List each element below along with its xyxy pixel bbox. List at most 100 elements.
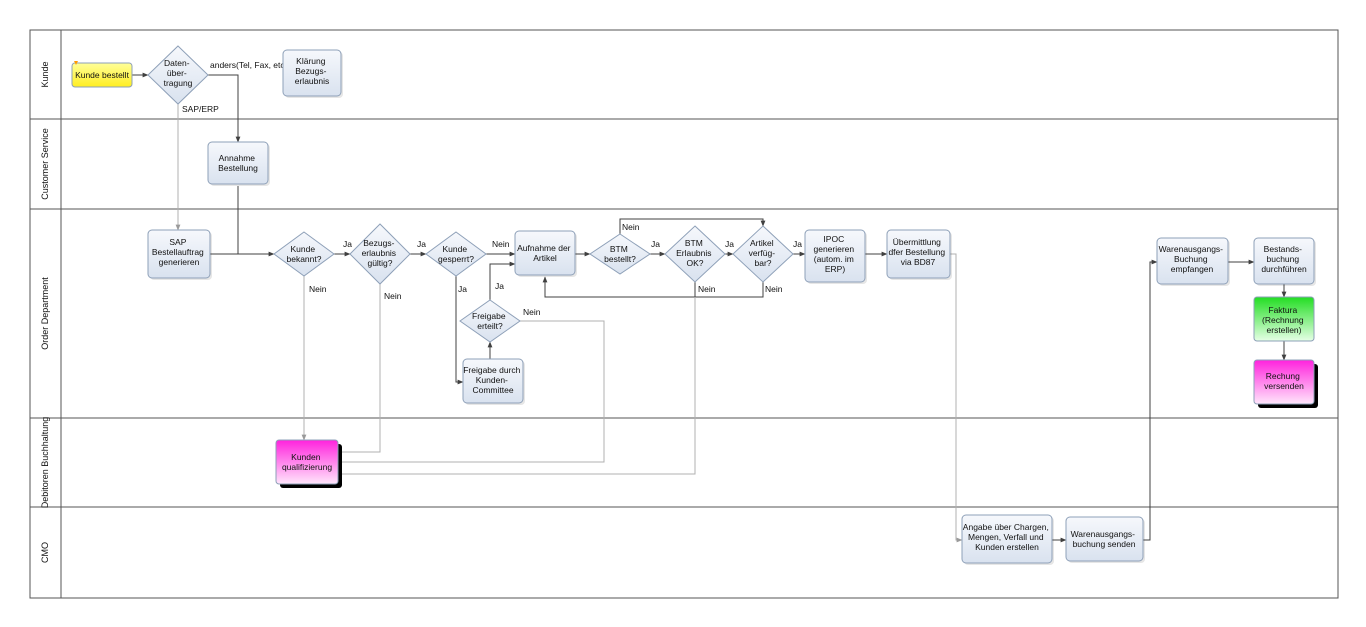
lane-label-order-department: Order Department — [40, 277, 50, 350]
node-label: Bestellauftrag — [152, 247, 204, 257]
connector-line — [619, 218, 766, 234]
node-label: Warenausgangs- — [1159, 244, 1224, 254]
edge-label: Ja — [495, 281, 504, 291]
node-label: Bestellung — [218, 163, 258, 173]
node-label: Bezugs- — [363, 238, 394, 248]
connector-line — [695, 282, 764, 298]
node-label: durchführen — [1261, 264, 1307, 274]
node-ipoc-generieren[interactable]: IPOC generieren (autom. im ERP) — [804, 229, 867, 284]
svg-text:Warenausgangs- Buchung: Warenausgangs- Buchung empfangen — [1159, 244, 1226, 274]
connector-line — [342, 284, 381, 453]
node-warenausgangsbuchung-empfangen[interactable]: Warenausgangs- Buchung empfangen — [1156, 237, 1230, 286]
connectors — [132, 72, 1287, 543]
node-label: verfüg- — [749, 248, 776, 258]
node-label: gültig? — [367, 258, 392, 268]
node-artikel-verfuegbar[interactable]: Artikel verfüg- bar? — [732, 225, 794, 283]
node-label: generieren — [159, 257, 200, 267]
edge-label: Ja — [725, 239, 734, 249]
edge-label: Nein — [309, 284, 327, 294]
svg-text:Kunde gesperrt?: Kunde gesperrt? — [438, 244, 474, 264]
node-label: empfangen — [1171, 264, 1214, 274]
node-annahme-bestellung[interactable]: Annahme Bestellung — [207, 141, 270, 186]
node-warenausgangsbuchung-senden[interactable]: Warenausgangs- buchung senden — [1065, 516, 1145, 563]
node-bestandsbuchung[interactable]: Bestands- buchung durchführen — [1253, 237, 1316, 286]
node-label: Artikel — [533, 253, 557, 263]
node-label: bar? — [754, 258, 771, 268]
node-label: Faktura — [1268, 305, 1297, 315]
node-angabe-chargen[interactable]: Angabe über Chargen, Mengen, Verfall und… — [961, 514, 1054, 565]
flowchart-nodes: Kunde bestellt Daten- über- tragung Klär… — [71, 45, 1318, 565]
node-label: Annahme — [219, 153, 256, 163]
node-kunde-bekannt[interactable]: Kunde bekannt? — [273, 231, 335, 277]
node-label: Artikel — [750, 238, 774, 248]
edge-label: Ja — [651, 239, 660, 249]
node-label: Bezugs- — [295, 66, 326, 76]
edge-label: Ja — [343, 239, 352, 249]
svg-text:IPOC generieren: IPOC generieren (autom. im ERP) — [813, 234, 856, 274]
node-label: Committee — [472, 385, 513, 395]
node-label: Übermittlung — [893, 237, 941, 247]
node-datenuebertragung[interactable]: Daten- über- tragung — [147, 45, 209, 105]
edge-label: Nein — [765, 284, 783, 294]
svg-text:Klärung Bezugs-: Klärung Bezugs- erlaubnis — [295, 56, 330, 86]
node-label: Kunde — [291, 244, 316, 254]
lane-label-debitoren-buchhaltung: Debitoren Buchhaltung — [40, 417, 50, 509]
node-btm-bestellt[interactable]: BTM bestellt? — [589, 233, 651, 275]
node-freigabe-erteilt[interactable]: Freigabe erteilt? — [459, 299, 521, 343]
node-uebermittlung-bestellung[interactable]: Übermittlung dfer Bestellung via BD87 — [886, 229, 952, 280]
svg-text:Kunde bestellt: Kunde bestellt — [75, 70, 130, 80]
node-label: Kunden- — [476, 375, 508, 385]
node-kunde-bestellt[interactable]: Kunde bestellt — [71, 61, 133, 88]
svg-text:Angabe über Chargen, M: Angabe über Chargen, Mengen, Verfall und… — [963, 522, 1051, 552]
node-label: (Rechnung — [1262, 315, 1304, 325]
svg-text:Übermittlung dfer Best: Übermittlung dfer Bestellung via BD87 — [888, 237, 947, 267]
node-label: Kunde bestellt — [75, 70, 130, 80]
node-label: qualifizierung — [282, 462, 332, 472]
node-label: Buchung — [1174, 254, 1208, 264]
svg-text:Artikel verfüg-: Artikel verfüg- bar? — [749, 238, 778, 268]
node-kunde-gesperrt[interactable]: Kunde gesperrt? — [425, 231, 487, 277]
node-label: Kunde — [443, 244, 468, 254]
edge-label: Ja — [417, 239, 426, 249]
swimlanes: Kunde Customer Service Order Department … — [29, 29, 1339, 599]
node-label: gesperrt? — [438, 254, 474, 264]
connector-line — [950, 253, 963, 543]
node-rechnung-versenden[interactable]: Rechung versenden — [1253, 359, 1318, 408]
edge-label: SAP/ERP — [182, 104, 219, 114]
node-label: versenden — [1264, 381, 1304, 391]
node-aufnahme-der-artikel[interactable]: Aufnahme der Artikel — [514, 230, 577, 277]
node-sap-bestellauftrag[interactable]: SAP Bestellauftrag generieren — [147, 229, 212, 280]
node-label: BTM — [685, 238, 703, 248]
connector-line — [542, 276, 696, 298]
node-label: SAP — [169, 237, 186, 247]
node-label: erteilt? — [477, 321, 503, 331]
node-klaerung-bezugserlaubnis[interactable]: Klärung Bezugs- erlaubnis — [282, 49, 343, 98]
node-label: dfer Bestellung — [888, 247, 945, 257]
node-kunden-qualifizierung[interactable]: Kunden qualifizierung — [275, 439, 342, 488]
node-label: Erlaubnis — [676, 248, 711, 258]
lane-label-cmo: CMO — [40, 542, 50, 563]
edge-label: anders(Tel, Fax, etc — [210, 60, 285, 70]
connector-line — [342, 320, 605, 463]
node-freigabe-durch-committee[interactable]: Freigabe durch Kunden- Committee — [462, 358, 525, 405]
svg-text:Bezugs- erlaubnis: Bezugs- erlaubnis gültig? — [362, 238, 399, 268]
node-label: Kunden — [291, 452, 321, 462]
node-label: bekannt? — [287, 254, 322, 264]
connector-line — [489, 261, 516, 300]
lane-label-kunde: Kunde — [40, 61, 50, 87]
svg-text:Freigabe erteilt?: Freigabe erteilt? — [472, 311, 508, 331]
node-label: Angabe über Chargen, — [963, 522, 1049, 532]
svg-text:Faktura (Rechnung: Faktura (Rechnung erstellen) — [1262, 305, 1306, 335]
node-label: erstellen) — [1267, 325, 1302, 335]
svg-text:Warenausgangs- buchung: Warenausgangs- buchung senden — [1071, 529, 1138, 549]
svg-text:Annahme Bestellung: Annahme Bestellung — [218, 153, 258, 173]
connector-line — [208, 74, 241, 143]
node-label: buchung senden — [1073, 539, 1136, 549]
node-faktura[interactable]: Faktura (Rechnung erstellen) — [1253, 296, 1315, 342]
connector-line — [342, 297, 696, 475]
node-label: Freigabe — [472, 311, 506, 321]
node-label: generieren — [813, 244, 854, 254]
node-bezugserlaubnis-gueltig[interactable]: Bezugs- erlaubnis gültig? — [349, 223, 411, 285]
node-btm-erlaubnis-ok[interactable]: BTM Erlaubnis OK? — [664, 225, 726, 283]
lane-label-customer-service: Customer Service — [40, 128, 50, 200]
